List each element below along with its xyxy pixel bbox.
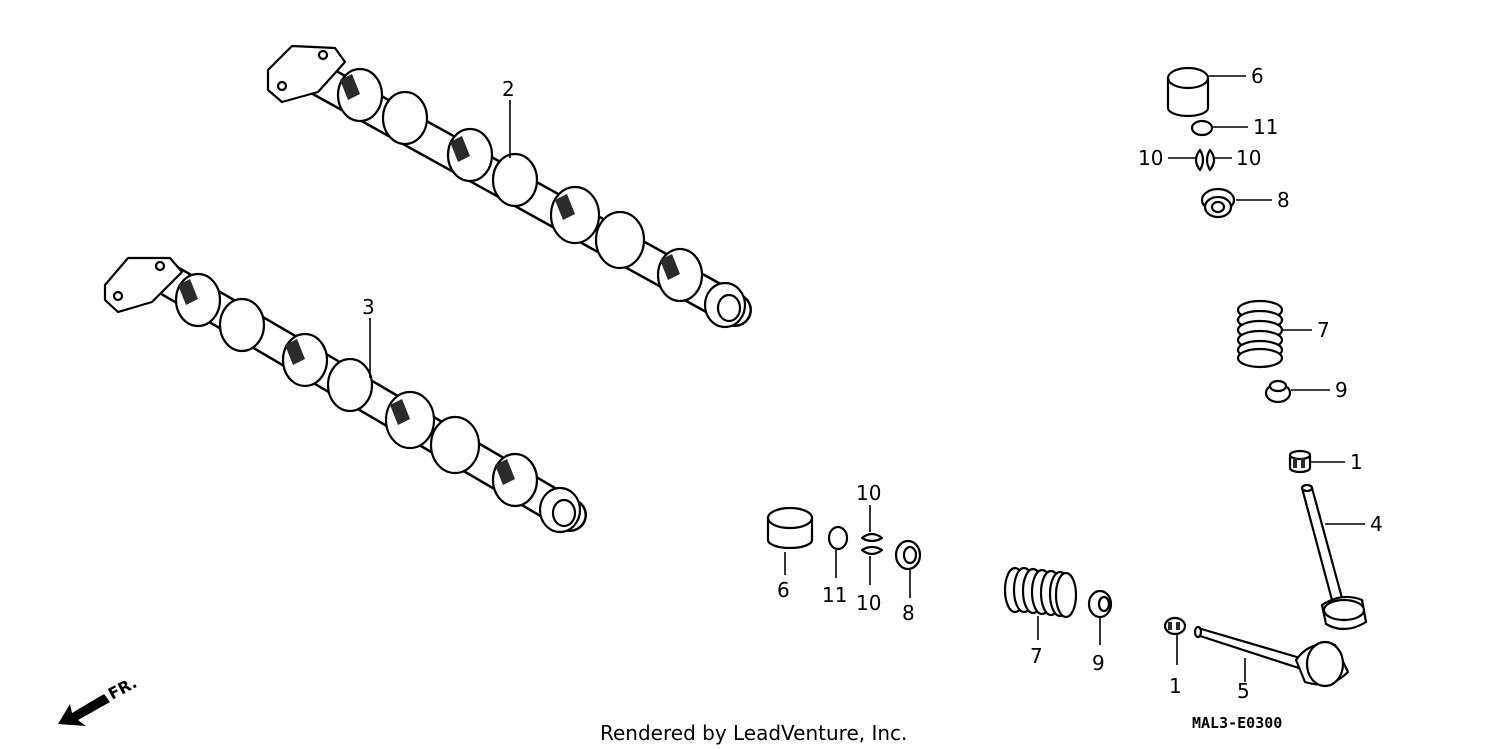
exhaust-valve[interactable] bbox=[1193, 625, 1350, 688]
callout-valve-exhaust: 5 bbox=[1237, 679, 1250, 703]
callout-camshaft-lower: 3 bbox=[362, 295, 375, 319]
callout-retainer-mid: 8 bbox=[902, 601, 915, 625]
callout-camshaft-upper: 2 bbox=[502, 77, 515, 101]
cotters-right[interactable] bbox=[1194, 148, 1216, 172]
valve-spring-right[interactable] bbox=[1236, 299, 1284, 369]
callout-guide-mid: 1 bbox=[1169, 674, 1182, 698]
shim-right[interactable] bbox=[1190, 119, 1214, 137]
valve-lifter-mid[interactable] bbox=[766, 506, 814, 550]
callout-seal-right: 9 bbox=[1335, 378, 1348, 402]
intake-valve[interactable] bbox=[1300, 483, 1368, 631]
callout-guide-right: 1 bbox=[1350, 450, 1363, 474]
stem-seal-right[interactable] bbox=[1264, 379, 1292, 404]
cotters-mid[interactable] bbox=[860, 532, 884, 556]
camshaft-lower[interactable] bbox=[103, 256, 587, 534]
callout-cotter-right-left: 10 bbox=[1138, 146, 1163, 170]
callout-seal-mid: 9 bbox=[1092, 651, 1105, 675]
valve-guide-mid[interactable] bbox=[1163, 616, 1187, 636]
callout-valve-intake: 4 bbox=[1370, 512, 1383, 536]
credit-text: Rendered by LeadVenture, Inc. bbox=[600, 721, 907, 745]
camshaft-upper[interactable] bbox=[266, 44, 752, 329]
callout-cotter-right-right: 10 bbox=[1236, 146, 1261, 170]
callout-cotter-mid-bottom: 10 bbox=[856, 591, 881, 615]
spring-retainer-mid[interactable] bbox=[894, 539, 922, 571]
callout-shim-mid: 11 bbox=[822, 583, 847, 607]
callout-lifter-right: 6 bbox=[1251, 64, 1264, 88]
direction-label: FR. bbox=[105, 673, 140, 704]
valve-lifter-right[interactable] bbox=[1166, 66, 1210, 118]
callout-spring-mid: 7 bbox=[1030, 644, 1043, 668]
callout-shim-right: 11 bbox=[1253, 115, 1278, 139]
shim-mid[interactable] bbox=[827, 525, 849, 551]
valve-spring-mid[interactable] bbox=[1003, 566, 1078, 619]
diagram-code: MAL3-E0300 bbox=[1192, 714, 1282, 732]
spring-retainer-right[interactable] bbox=[1200, 187, 1236, 219]
stem-seal-mid[interactable] bbox=[1087, 589, 1113, 619]
valve-guide-right[interactable] bbox=[1288, 449, 1312, 474]
callout-lifter-mid: 6 bbox=[777, 578, 790, 602]
callout-cotter-mid-top: 10 bbox=[856, 481, 881, 505]
callout-spring-right: 7 bbox=[1317, 318, 1330, 342]
front-direction-arrow-icon bbox=[58, 694, 110, 726]
callout-retainer-right: 8 bbox=[1277, 188, 1290, 212]
